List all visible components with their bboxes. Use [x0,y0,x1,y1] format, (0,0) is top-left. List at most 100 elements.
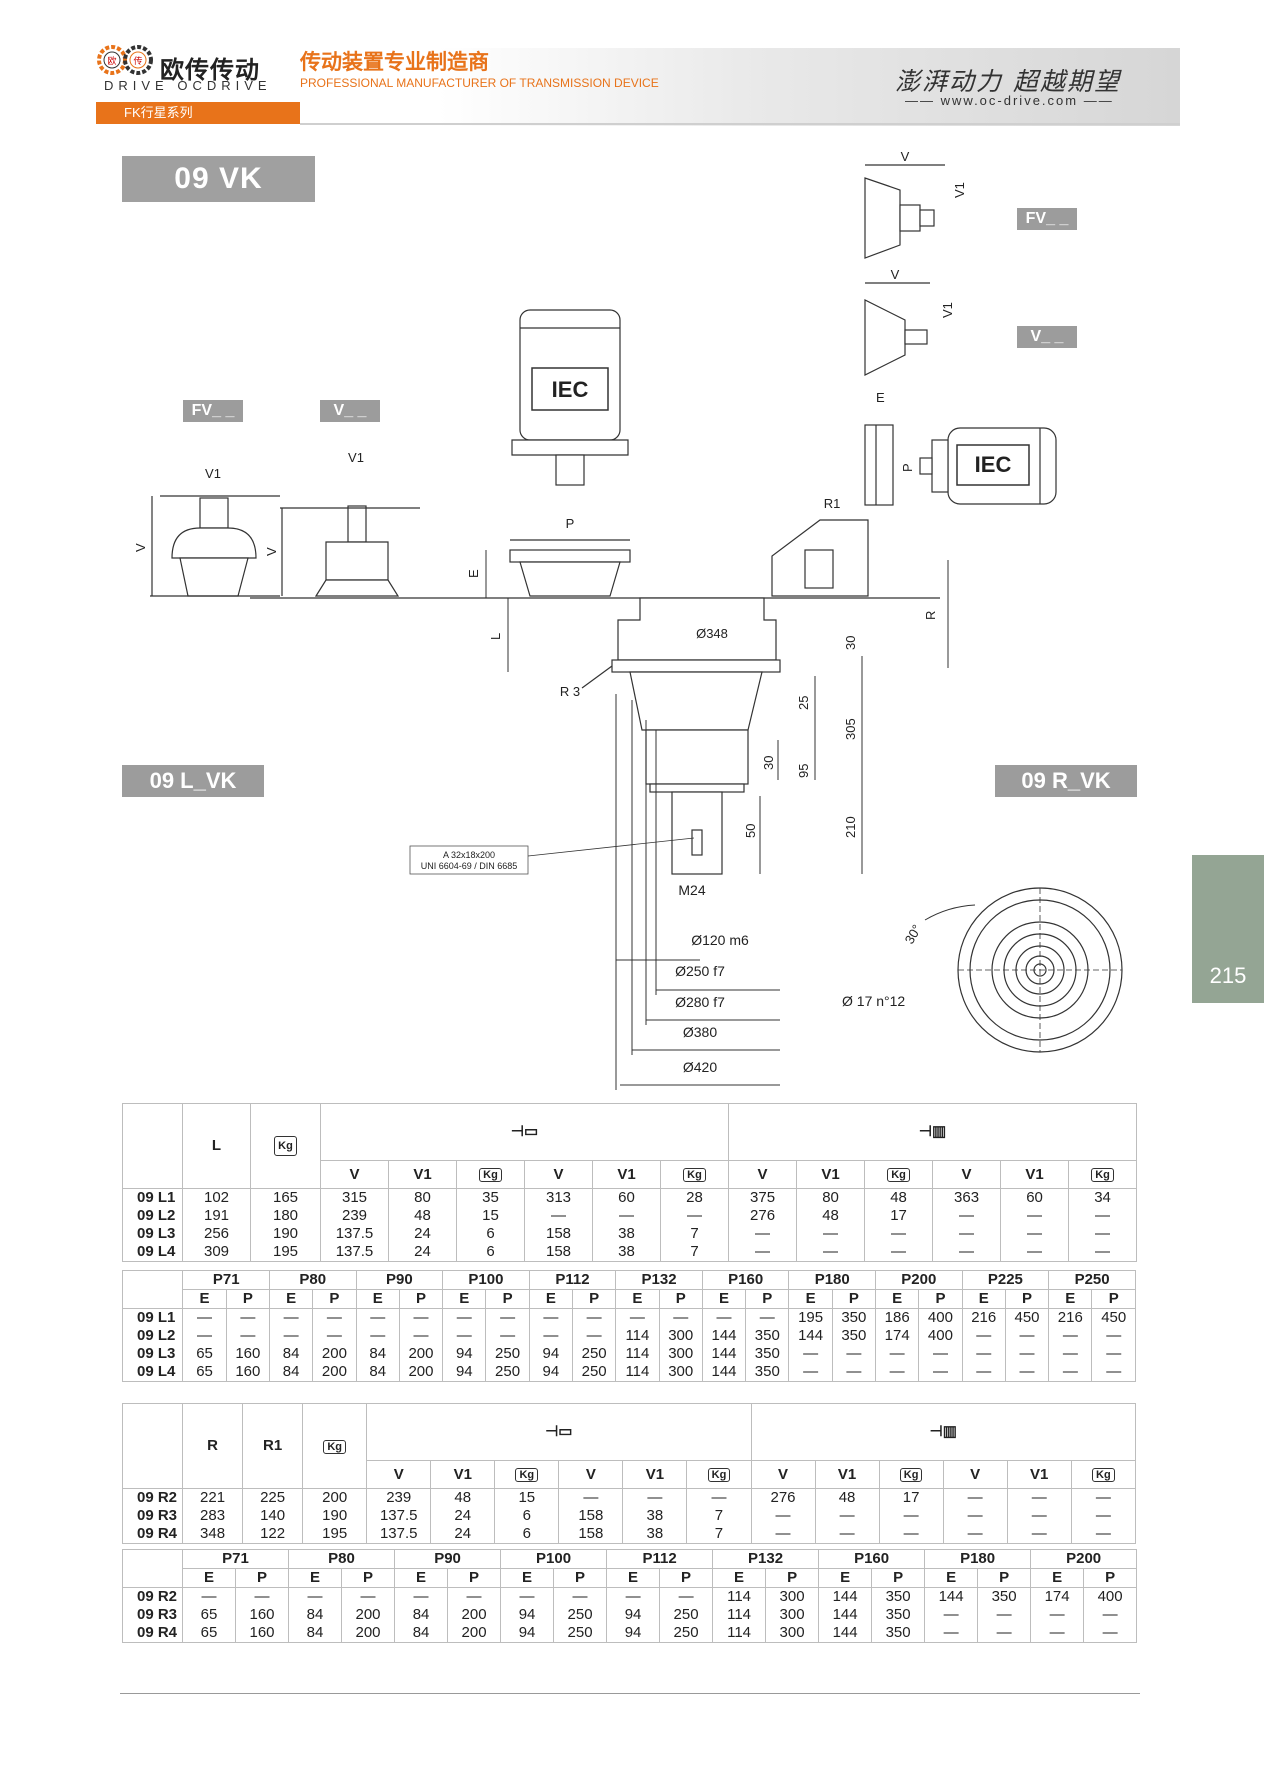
table-cell: 60 [1000,1188,1070,1207]
table-cell: 114 [615,1345,660,1363]
svg-text:R 3: R 3 [560,684,580,699]
table-cell: 375 [728,1188,798,1207]
row-label: 09 L4 [121,1363,184,1382]
col-header: V [942,1460,1008,1489]
sub-header: E [712,1568,767,1588]
table-cell: 24 [430,1507,496,1525]
table-cell: 300 [765,1606,820,1624]
table-cell: — [864,1225,934,1243]
table-cell: — [394,1587,449,1606]
table-cell: 48 [864,1188,934,1207]
sub-header: P [553,1568,608,1588]
table-cell: — [728,1243,798,1262]
table-cell: 195 [250,1243,321,1262]
table-cell: 250 [485,1345,530,1363]
svg-text:Ø380: Ø380 [683,1024,717,1040]
table-cell: 15 [456,1207,525,1225]
table-cell: — [312,1308,357,1327]
table-cell: — [788,1363,833,1382]
table-cell: — [1068,1207,1138,1225]
sub-header: E [961,1289,1006,1309]
table-cell: — [442,1308,487,1327]
table-cell: — [528,1308,574,1327]
table-cell: 450 [1004,1308,1050,1327]
tagline-en: PROFESSIONAL MANUFACTURER OF TRANSMISSIO… [300,76,659,90]
table-cell: — [355,1308,400,1327]
group-header: P71 [181,1549,290,1569]
corner-cell [122,1103,183,1189]
group-header: P160 [818,1549,926,1569]
table-cell: 7 [686,1525,752,1544]
row-label: 09 R3 [121,1507,184,1525]
sub-header: E [875,1289,920,1309]
col-header: V1 [592,1160,661,1189]
table-cell: — [924,1606,979,1624]
table-cell: 158 [558,1525,624,1544]
table-cell: 84 [394,1606,449,1624]
col-header: V [932,1160,1002,1189]
corner-cell [122,1549,183,1588]
table-cell: — [1083,1606,1138,1624]
sub-header: E [606,1568,661,1588]
svg-text:30: 30 [761,756,776,770]
flange-fv-icon: ⊣▭ [319,1102,730,1162]
table-cell: — [750,1525,816,1544]
website-url[interactable]: www.oc-drive.com [940,93,1079,108]
table-cell: 24 [388,1243,457,1262]
table-cell: 276 [728,1207,798,1225]
corner-cell [121,1403,184,1489]
key-spec-1: A 32x18x200 [443,850,495,860]
table-cell: 221 [182,1488,244,1507]
table-cell: 84 [268,1363,314,1382]
dimension-lines [485,550,949,1090]
table-cell: 200 [312,1363,357,1382]
sub-header: P [447,1568,502,1588]
table-cell: — [788,1345,833,1363]
table-cell: 348 [182,1525,244,1544]
table-cell: 160 [234,1606,290,1624]
table-cell: 450 [1091,1308,1136,1327]
table-cell: 35 [456,1188,525,1207]
table-cell: 276 [750,1488,816,1507]
flange-r-angle: R1 R [771,496,938,620]
col-header: R1 [242,1403,304,1489]
weight-icon: Kg [864,1160,934,1189]
table-cell: — [745,1308,790,1327]
dimension-labels: 30 25 305 30 95 210 50 [743,636,858,838]
table-cell: 140 [242,1507,304,1525]
table-cell: 34 [1068,1188,1138,1207]
table-cell: — [1000,1225,1070,1243]
table-cell: 200 [447,1624,502,1643]
table-cell: — [932,1243,1002,1262]
table-cell: — [831,1363,877,1382]
table-cell: — [942,1507,1008,1525]
table-cell: — [1068,1243,1138,1262]
tag-v-top: V_ _ [1017,326,1077,348]
table-cell: — [1070,1525,1137,1544]
table-cell: 350 [831,1308,877,1327]
table-cell: 350 [745,1363,790,1382]
table-cell: 94 [442,1345,487,1363]
row-label: 09 L1 [121,1308,184,1327]
group-header: P160 [701,1270,790,1290]
svg-text:V1: V1 [952,182,967,198]
table-cell: — [814,1507,880,1525]
svg-text:25: 25 [796,696,811,710]
svg-text:V: V [264,547,279,556]
table-cell: 6 [456,1225,525,1243]
col-header: V1 [796,1160,866,1189]
section-title-left: 09 L_VK [122,765,264,797]
table-cell: 158 [524,1243,593,1262]
table-cell: — [864,1243,934,1262]
table-cell: — [961,1363,1006,1382]
table-cell: — [1000,1207,1070,1225]
table-cell: 80 [388,1188,457,1207]
logo-text-2: 传 [133,55,142,67]
